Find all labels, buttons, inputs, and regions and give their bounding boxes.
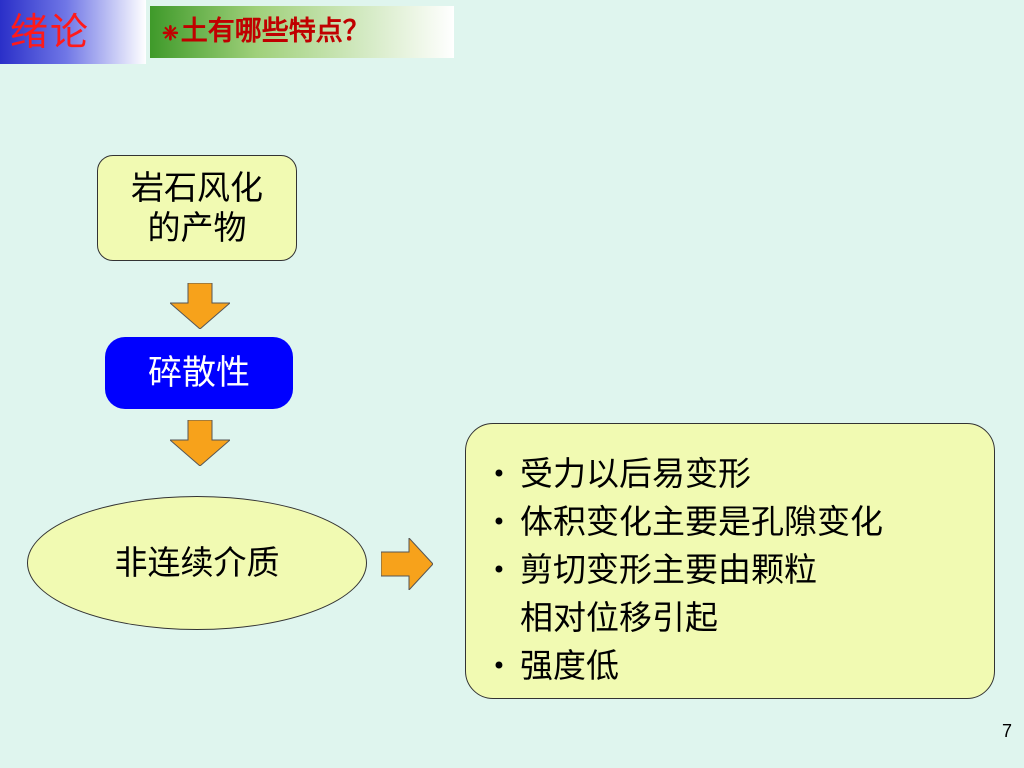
medium-ellipse: 非连续介质: [27, 496, 367, 630]
property-text: 体积变化主要是孔隙变化: [520, 502, 883, 541]
bullet: •: [491, 460, 507, 488]
arrow-down-icon: [170, 283, 230, 329]
bullet: •: [491, 652, 507, 680]
list-item: • 受力以后易变形: [478, 450, 994, 498]
arrow-right-icon: [381, 538, 433, 590]
property-box: 碎散性: [105, 337, 293, 409]
property-text: 受力以后易变形: [520, 454, 751, 493]
page-number: 7: [1001, 721, 1012, 741]
origin-box: 岩石风化 的产物: [97, 155, 297, 261]
chapter-title: 绪论: [10, 10, 91, 54]
property-text: 剪切变形主要由颗粒: [520, 550, 817, 589]
bullet: •: [491, 508, 507, 536]
question-title: 土有哪些特点？: [180, 16, 370, 47]
property-text-continued: 相对位移引起: [520, 598, 718, 637]
list-item: • 剪切变形主要由颗粒 相对位移引起: [478, 546, 994, 642]
list-item: • 体积变化主要是孔隙变化: [478, 498, 994, 546]
origin-line-2: 的产物: [147, 208, 247, 247]
bullet: •: [491, 556, 507, 584]
asterisk-icon: ❈: [162, 21, 179, 45]
property-text: 强度低: [520, 646, 619, 685]
properties-box: • 受力以后易变形 • 体积变化主要是孔隙变化 • 剪切变形主要由颗粒 相对位移…: [465, 423, 995, 699]
list-item: • 强度低: [478, 642, 994, 690]
question-banner: ❈土有哪些特点？: [150, 6, 454, 58]
arrow-down-icon: [170, 420, 230, 466]
chapter-tab: 绪论: [0, 0, 146, 64]
origin-line-1: 岩石风化: [131, 168, 263, 207]
